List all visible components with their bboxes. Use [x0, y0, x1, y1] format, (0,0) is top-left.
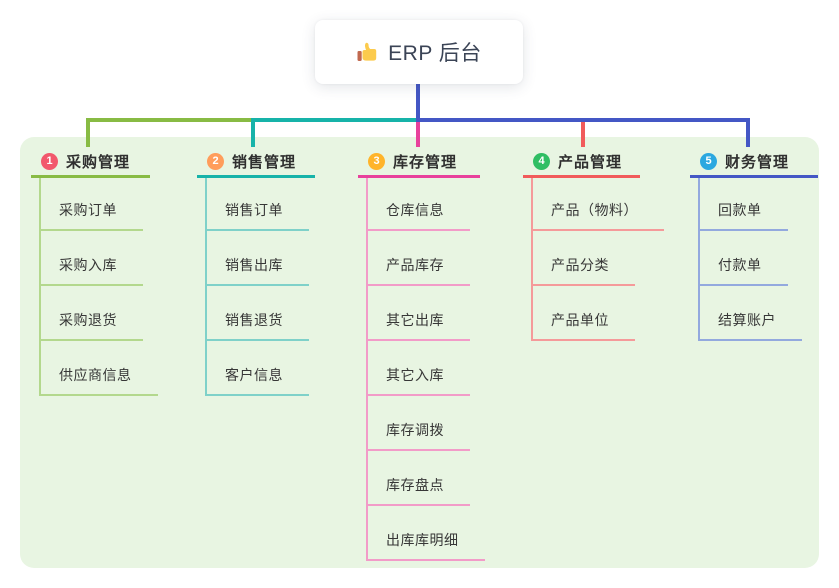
child-node[interactable]: 供应商信息: [39, 367, 158, 396]
branch-node[interactable]: 4 产品管理: [533, 148, 622, 174]
branch-label: 销售管理: [232, 153, 297, 171]
child-node[interactable]: 客户信息: [205, 367, 309, 396]
child-node[interactable]: 销售订单: [205, 202, 309, 231]
child-node[interactable]: 仓库信息: [366, 202, 470, 231]
branch-children-spine: [366, 178, 368, 561]
child-node[interactable]: 回款单: [698, 202, 788, 231]
child-node[interactable]: 库存盘点: [366, 477, 470, 506]
connector-bus-segment: [86, 118, 253, 122]
branch-underline: [358, 175, 480, 178]
branch-number-badge: 1: [41, 152, 58, 170]
child-node[interactable]: 销售出库: [205, 257, 309, 286]
branch-number-badge: 2: [207, 152, 224, 170]
connector-drop: [416, 118, 420, 147]
child-node[interactable]: 其它入库: [366, 367, 470, 396]
connector-drop: [251, 118, 255, 147]
branch-label: 产品管理: [558, 153, 623, 171]
branch-label: 库存管理: [393, 153, 458, 171]
connector-bus-segment: [251, 118, 418, 122]
branch-children-spine: [39, 178, 41, 396]
branch-label: 财务管理: [725, 153, 790, 171]
connector-bus-segment: [416, 118, 750, 122]
branch-underline: [197, 175, 315, 178]
child-node[interactable]: 采购入库: [39, 257, 143, 286]
connector-drop: [86, 118, 90, 147]
branch-label: 采购管理: [66, 153, 131, 171]
branch-node[interactable]: 3 库存管理: [368, 148, 457, 174]
branch-number-badge: 5: [700, 152, 717, 170]
branch-number-badge: 4: [533, 152, 550, 170]
child-node[interactable]: 采购退货: [39, 312, 143, 341]
root-node[interactable]: ERP 后台: [315, 20, 523, 84]
root-label: ERP 后台: [388, 42, 482, 65]
connector-drop: [581, 118, 585, 147]
child-node[interactable]: 产品单位: [531, 312, 635, 341]
branch-children-spine: [205, 178, 207, 396]
child-node[interactable]: 其它出库: [366, 312, 470, 341]
thumbs-up-icon: [356, 41, 378, 63]
connector-drop: [746, 118, 750, 147]
mindmap-panel: [20, 137, 819, 568]
branch-children-spine: [698, 178, 700, 341]
child-node[interactable]: 产品库存: [366, 257, 470, 286]
branch-underline: [690, 175, 818, 178]
branch-underline: [523, 175, 640, 178]
branch-number-badge: 3: [368, 152, 385, 170]
branch-node[interactable]: 2 销售管理: [207, 148, 296, 174]
child-node[interactable]: 销售退货: [205, 312, 309, 341]
branch-node[interactable]: 5 财务管理: [700, 148, 789, 174]
branch-children-spine: [531, 178, 533, 341]
child-node[interactable]: 产品分类: [531, 257, 635, 286]
child-node[interactable]: 付款单: [698, 257, 788, 286]
child-node[interactable]: 出库库明细: [366, 532, 485, 561]
child-node[interactable]: 库存调拨: [366, 422, 470, 451]
child-node[interactable]: 产品（物料）: [531, 202, 664, 231]
child-node[interactable]: 结算账户: [698, 312, 802, 341]
child-node[interactable]: 采购订单: [39, 202, 143, 231]
branch-underline: [31, 175, 150, 178]
branch-node[interactable]: 1 采购管理: [41, 148, 130, 174]
connector-root-stem: [416, 84, 420, 119]
